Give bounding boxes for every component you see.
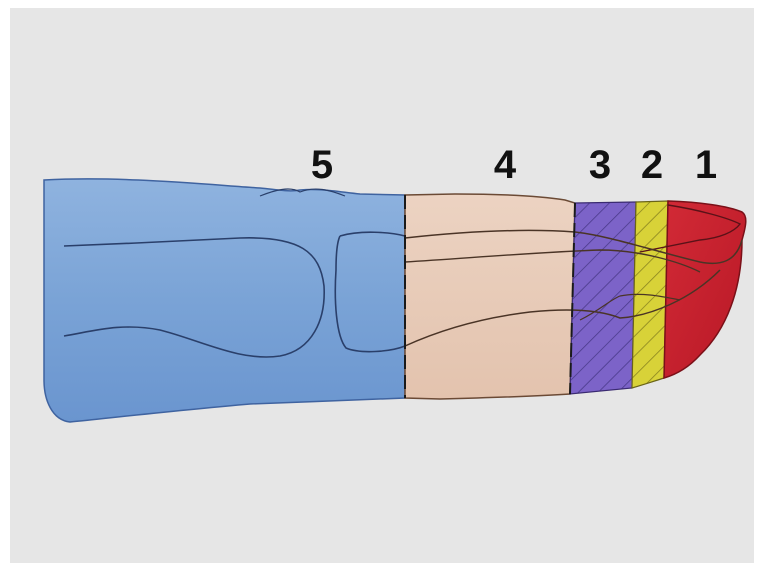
zone-label-4: 4 xyxy=(494,143,517,187)
zone-label-2: 2 xyxy=(641,143,663,187)
zone-3-region xyxy=(570,202,636,394)
zone-label-5: 5 xyxy=(311,143,333,187)
zone-label-1: 1 xyxy=(695,143,717,187)
zone-5-region xyxy=(44,179,405,422)
zone-4-region xyxy=(405,194,575,399)
zone-label-3: 3 xyxy=(589,143,611,187)
